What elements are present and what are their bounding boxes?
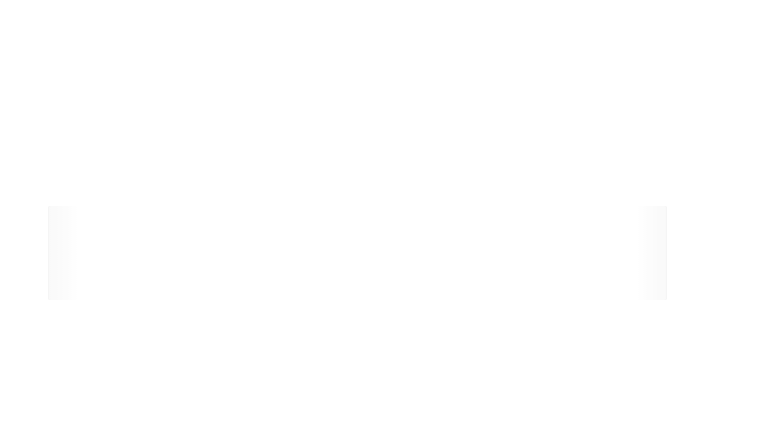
- right-edge-shadow: [637, 206, 667, 300]
- left-edge-shadow: [48, 206, 78, 300]
